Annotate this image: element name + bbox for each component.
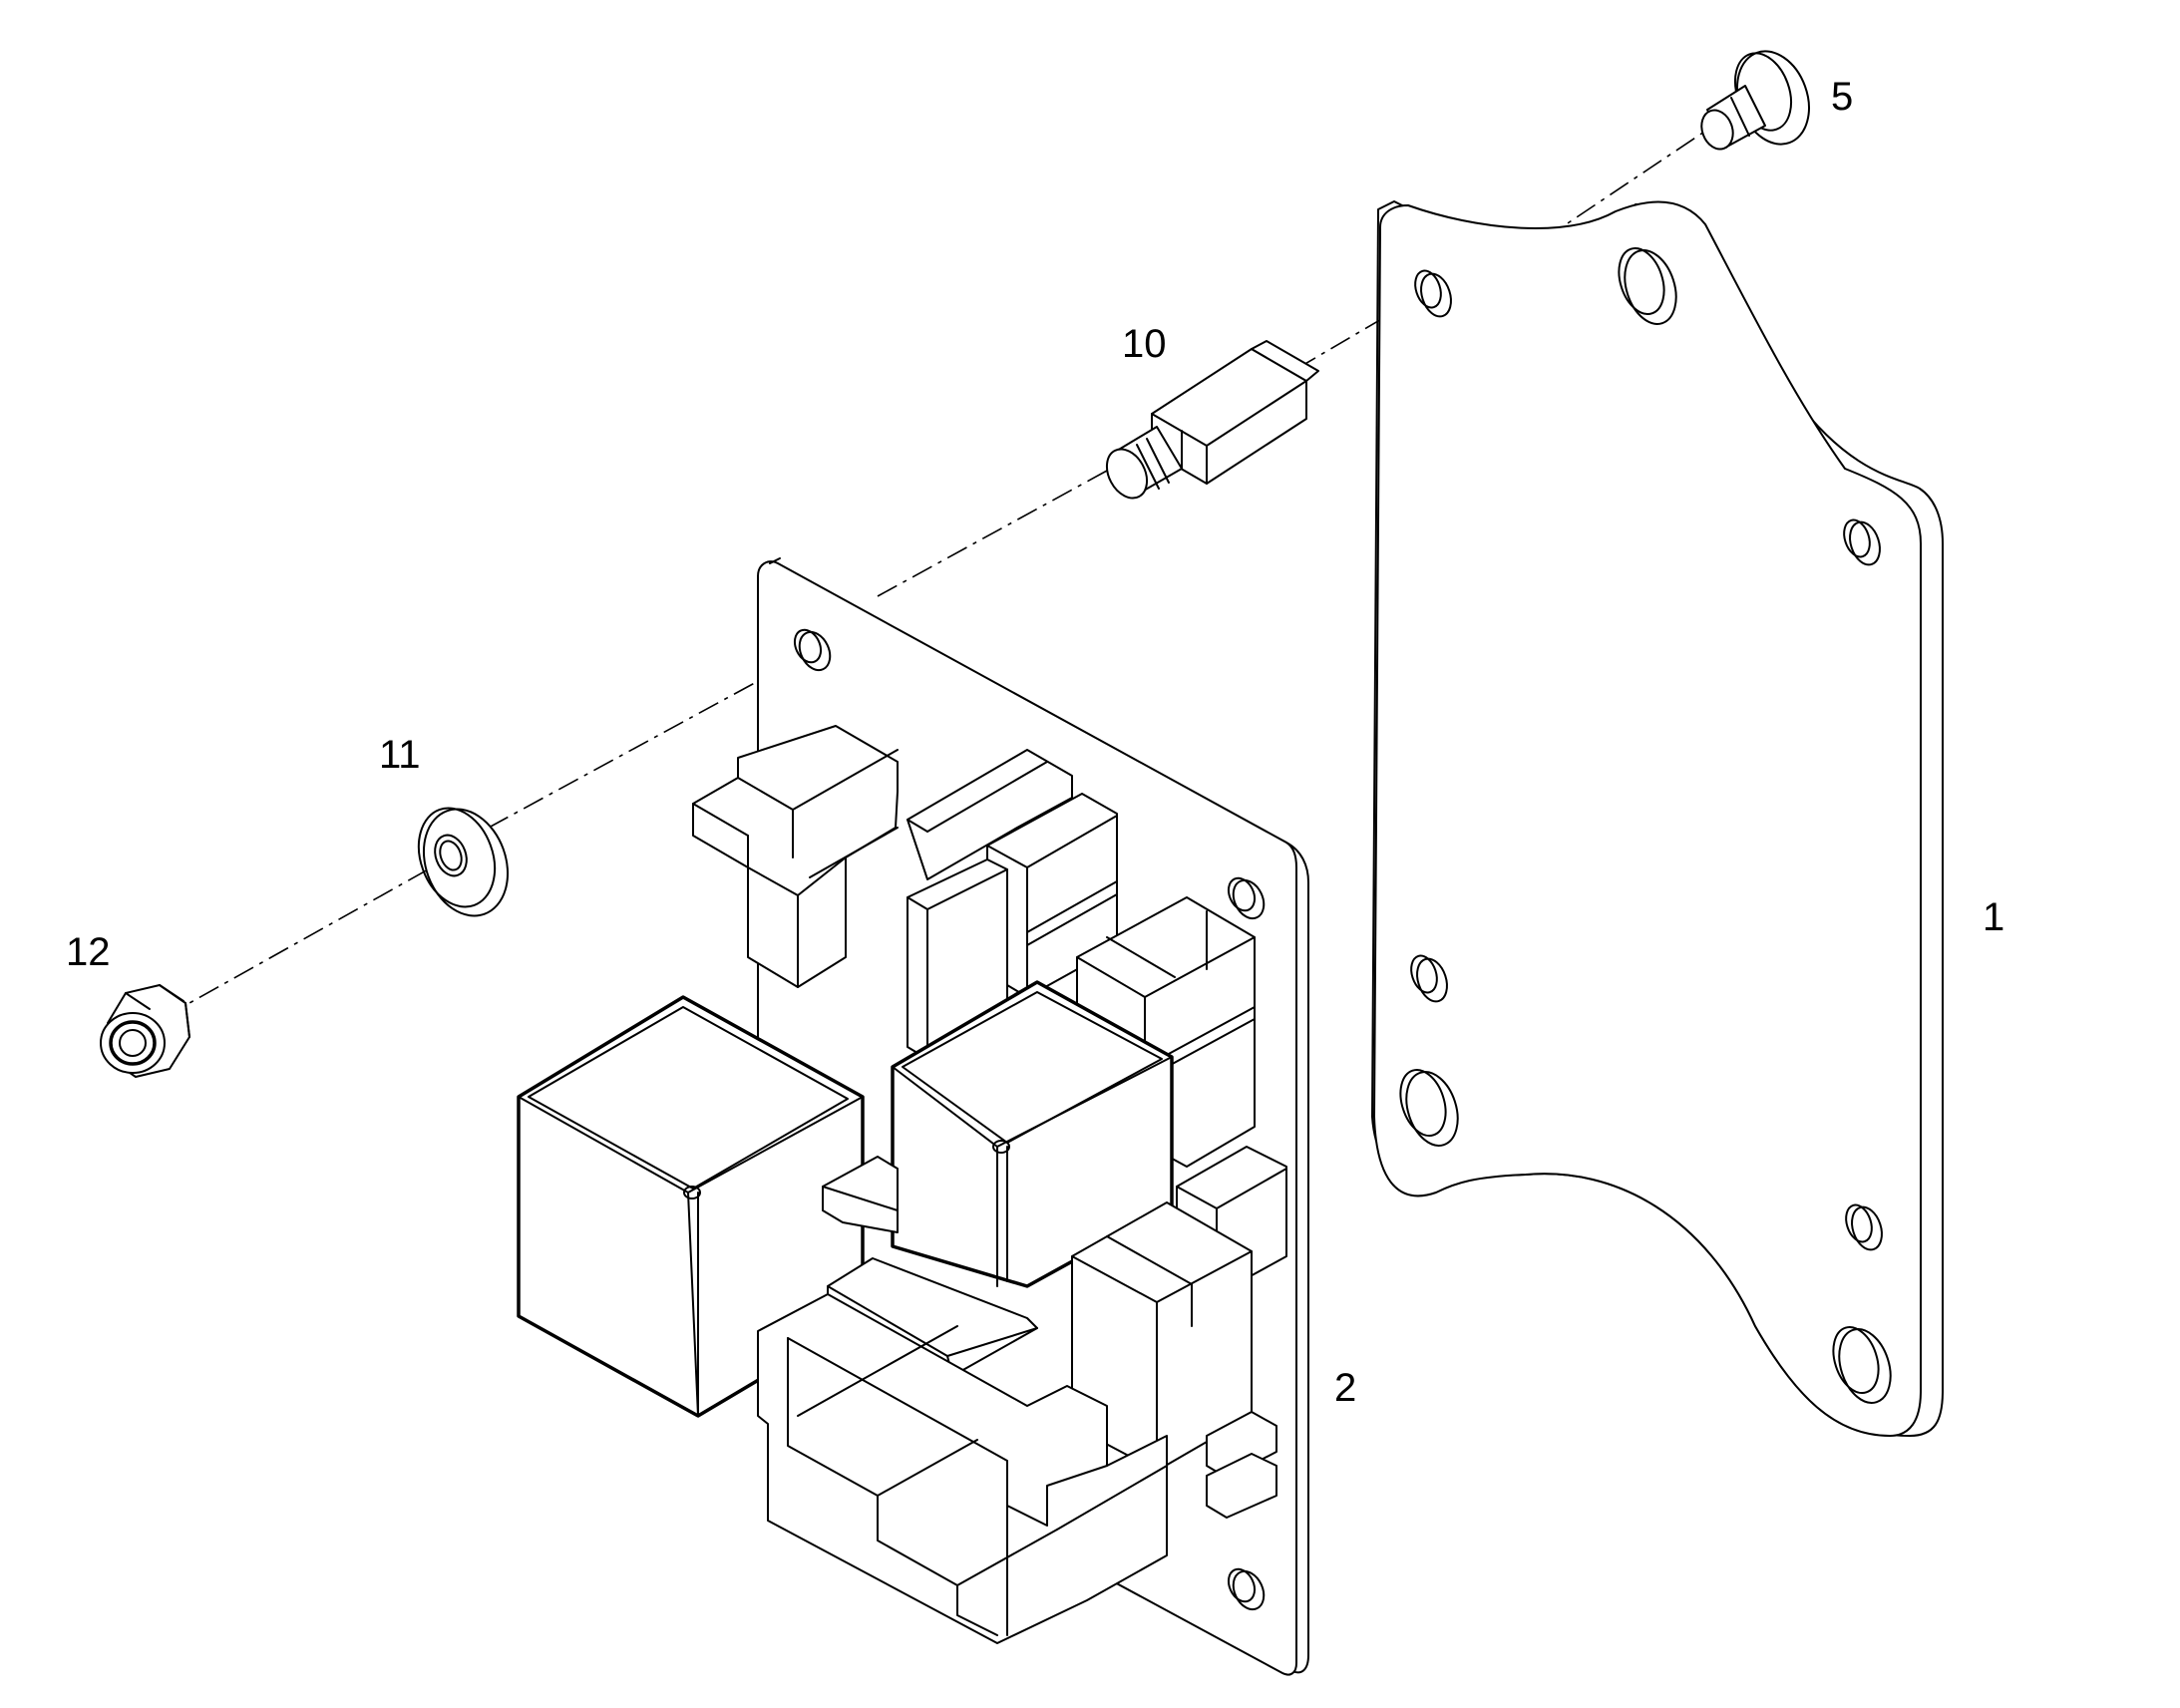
callout-10: 10 <box>1122 322 1167 366</box>
relay-large <box>517 995 865 1418</box>
screw-part <box>1700 50 1810 151</box>
blade-fuse-horizontal-upper <box>822 1156 899 1233</box>
callout-11: 11 <box>379 733 421 777</box>
washer-part <box>417 807 510 917</box>
callout-2: 2 <box>1334 1366 1356 1410</box>
relay-board-assembly <box>517 557 1309 1676</box>
callout-1: 1 <box>1983 895 2004 939</box>
callout-12: 12 <box>66 930 111 974</box>
callout-labels: 1 2 5 10 11 12 <box>66 75 2004 1410</box>
connector-bottom-housing <box>757 1293 1168 1644</box>
standoff-part <box>1105 340 1319 500</box>
callout-5: 5 <box>1831 75 1853 119</box>
fuse-holder-top-left <box>692 725 899 988</box>
mounting-bracket <box>1371 200 1944 1437</box>
lock-nut-part <box>100 984 190 1078</box>
